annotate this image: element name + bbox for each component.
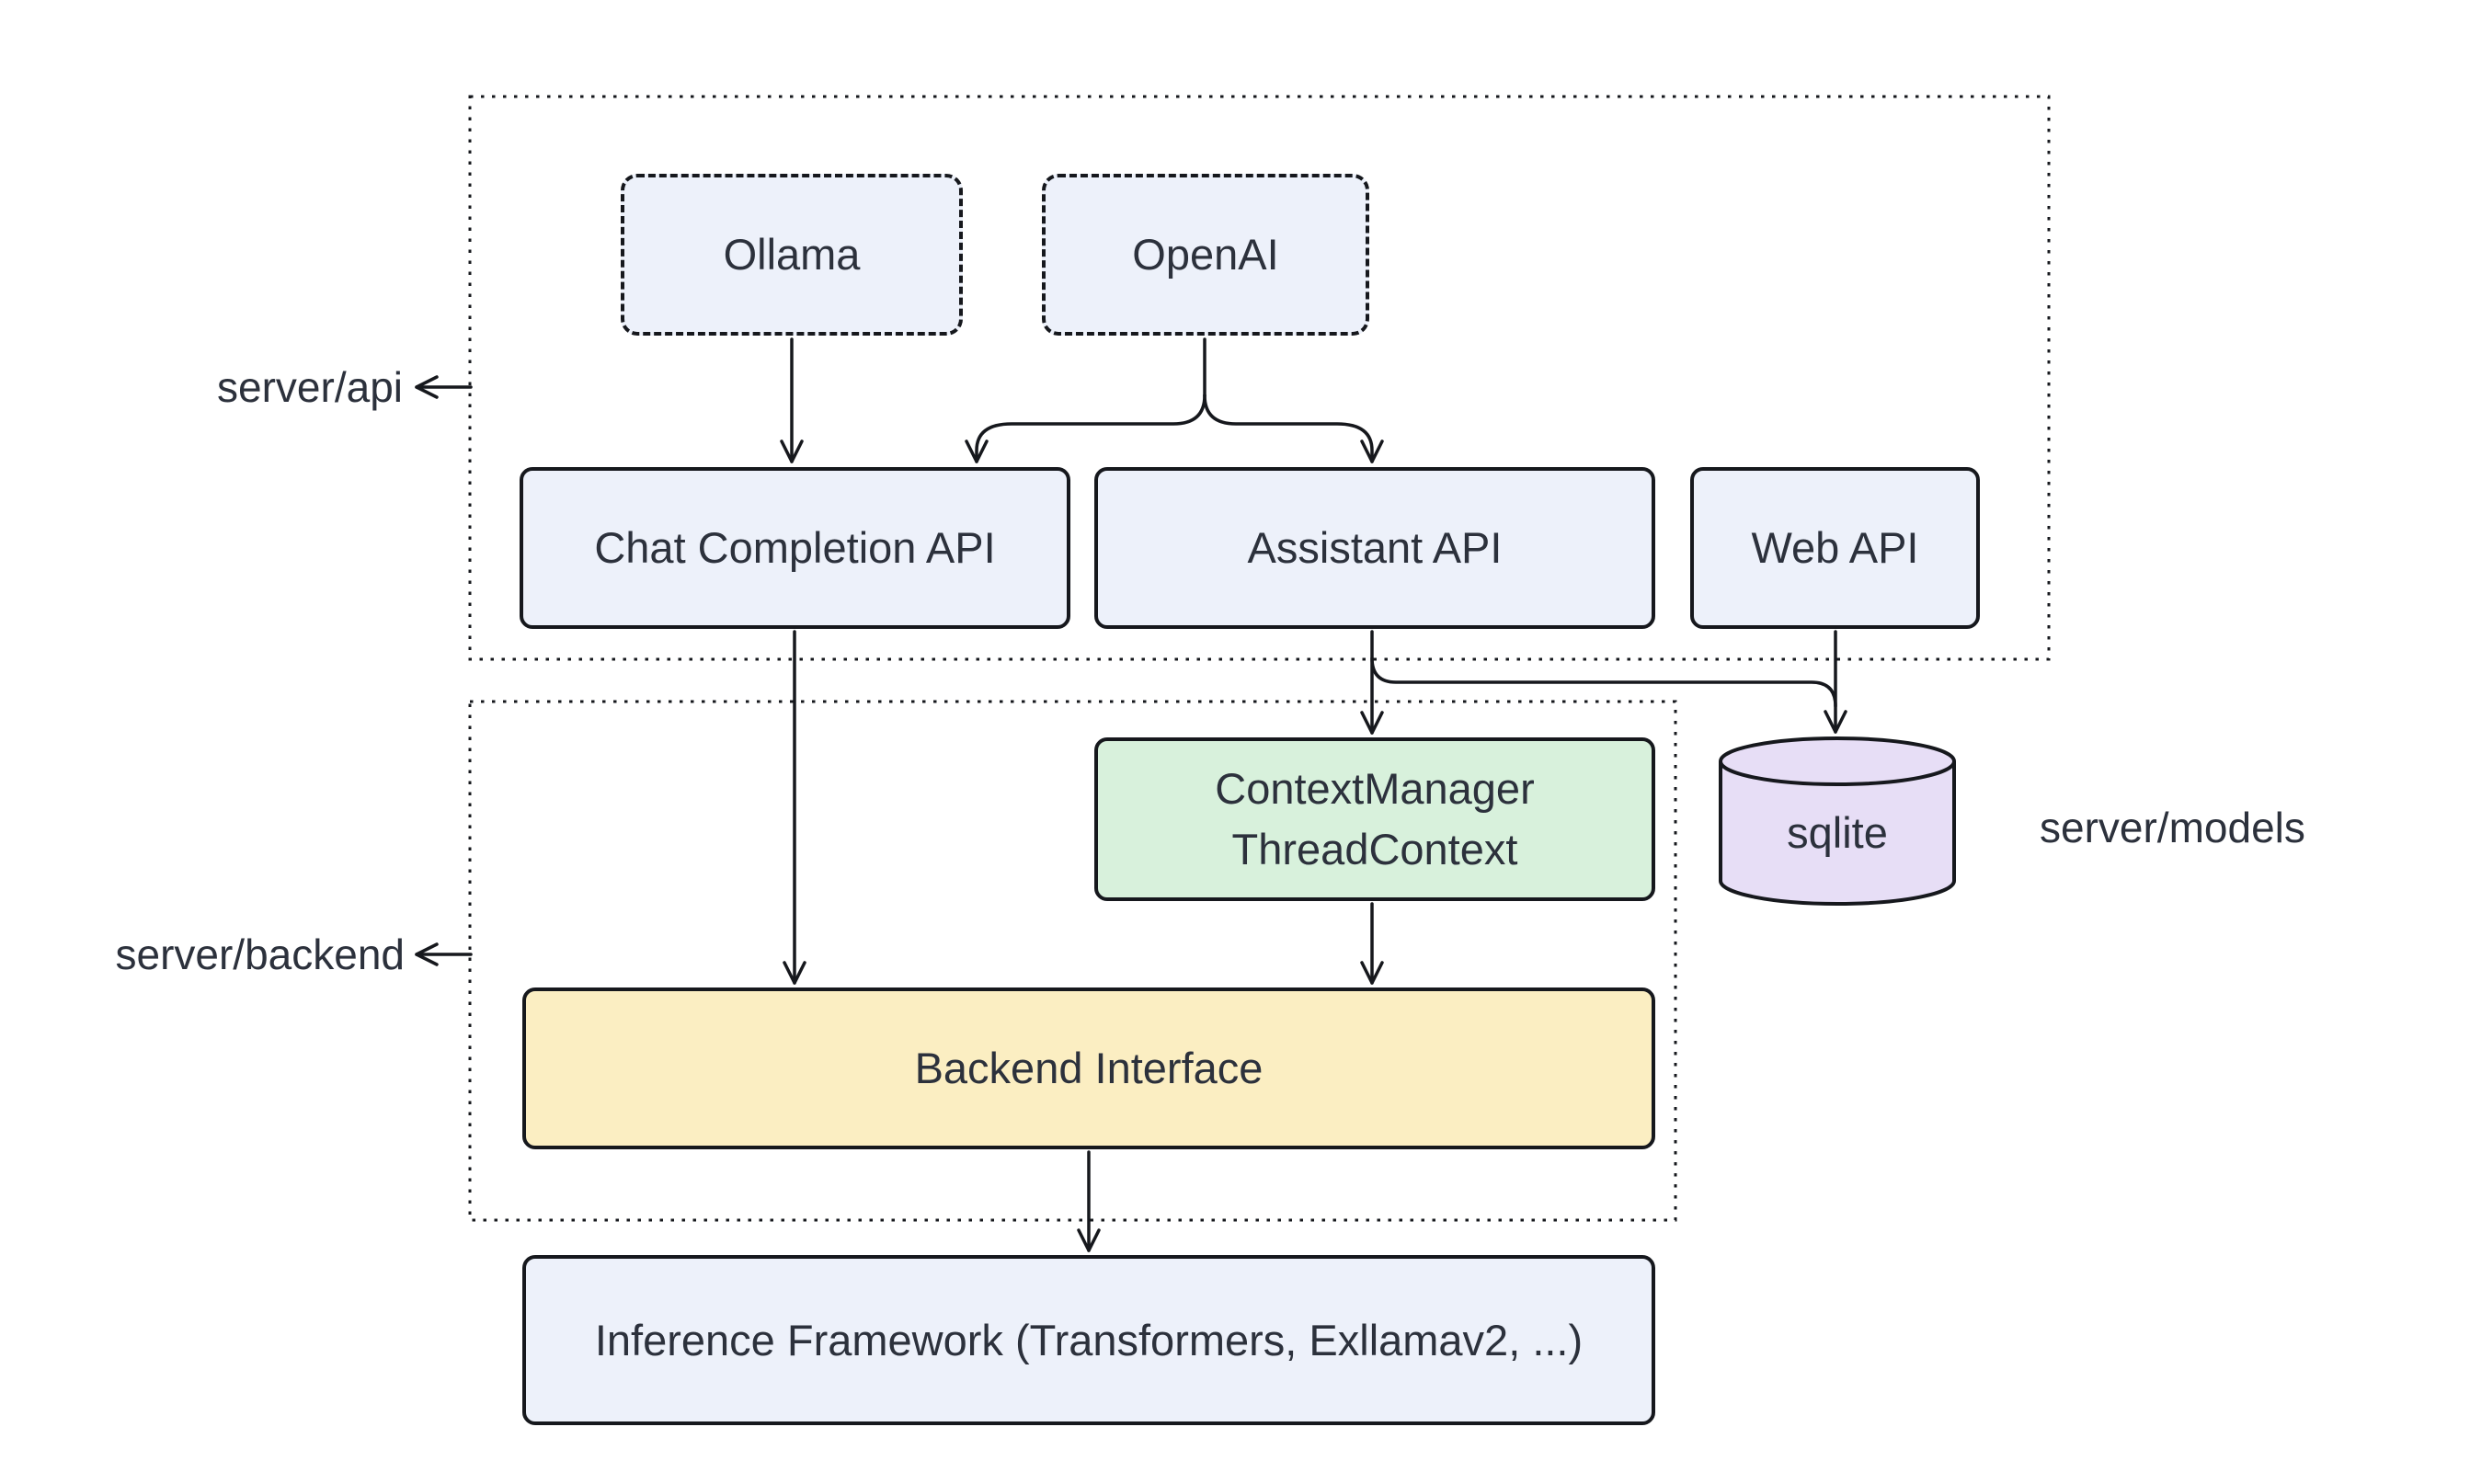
node-label: ContextManager <box>1215 764 1535 814</box>
node-ollama: Ollama <box>621 174 963 336</box>
edge-openai-to-chat <box>965 394 1206 463</box>
edge-assistant-to-sqlite <box>1370 656 1837 708</box>
node-web-api: Web API <box>1690 467 1980 629</box>
node-label: Chat Completion API <box>594 523 996 573</box>
group-server-backend <box>468 700 1677 1222</box>
node-context-manager: ContextManager ThreadContext <box>1094 737 1655 901</box>
node-label: Ollama <box>723 230 861 280</box>
node-label: Inference Framework (Transformers, Exlla… <box>594 1315 1584 1364</box>
node-label: Web API <box>1751 523 1919 573</box>
node-label: sqlite <box>1787 807 1888 857</box>
label-server-backend: server/backend <box>115 930 406 978</box>
node-assistant-api: Assistant API <box>1094 467 1655 629</box>
sqlite-cylinder <box>1719 736 1956 906</box>
node-label: Assistant API <box>1247 523 1503 573</box>
node-label: OpenAI <box>1132 230 1279 280</box>
node-backend-interface: Backend Interface <box>522 987 1655 1149</box>
node-label: Backend Interface <box>914 1044 1264 1093</box>
edge-openai-to-assistant <box>1203 394 1384 463</box>
label-server-models: server/models <box>2040 804 2305 851</box>
node-inference-framework: Inference Framework (Transformers, Exlla… <box>522 1255 1655 1425</box>
node-openai: OpenAI <box>1042 174 1369 336</box>
node-chat-completion-api: Chat Completion API <box>520 467 1070 629</box>
label-server-api: server/api <box>217 363 403 411</box>
node-sqlite-label: sqlite <box>1721 786 1954 878</box>
node-label-line2: ThreadContext <box>1231 825 1518 873</box>
